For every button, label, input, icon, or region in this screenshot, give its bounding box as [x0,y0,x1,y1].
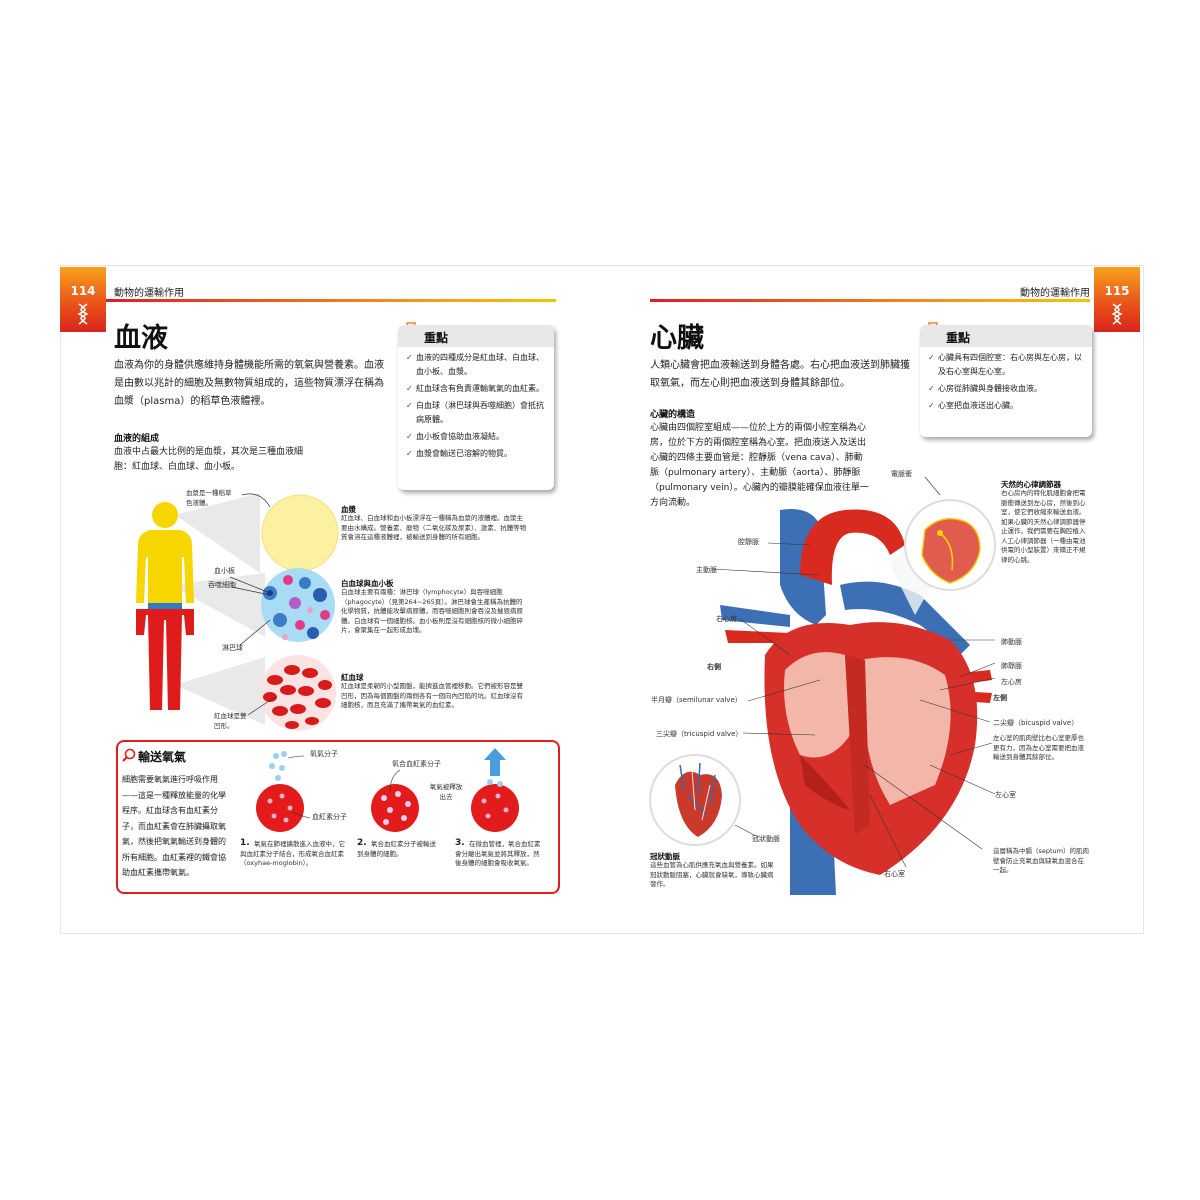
plasma-circle [261,494,339,572]
key-point: 心室把血液送出心臟。 [928,399,1084,413]
coronary-artery-label: 冠狀動脈 [752,835,780,843]
magnifier-icon [122,748,136,762]
hemoglobin-label: 血紅素分子 [312,813,347,821]
tricuspid-valve-label: 三尖瓣（tricuspid valve） [656,730,743,738]
page-number: 115 [1104,284,1130,298]
step1-cell [256,751,311,832]
step3-number: 3. [455,838,465,848]
plasma-note-label: 血漿是一種稻草色液體。 [186,489,232,507]
left-ventricle-wall-note: 左心室的肌肉壁比右心室更厚也更有力，因為左心室需要把血液輸送到身體其餘部位。 [993,734,1084,761]
rbc-shape-label: 紅血球是雙凹形。 [214,712,247,730]
composition-heading: 血液的組成 [114,434,160,444]
key-point: 血液的四種成分是紅血球、白血球、血小板、血漿。 [406,351,546,379]
left-side-label: 左側 [993,694,1007,702]
key-points-heading: 重點 [424,331,449,345]
oxygen-transport-diagram [256,748,519,832]
oxygen-box-text: 細胞需要氧氣進行呼吸作用——這是一種釋放能量的化學程序。紅血球含有血紅素分子，而… [122,775,226,877]
semilunar-valve-label: 半月瓣（semilunar valve） [651,696,742,704]
vena-cava-label: 腔靜脈 [738,538,759,546]
wbc-caption-text: 白血球主要有兩種：淋巴球（lymphocyte）與吞噬細胞（phagocyte）… [341,588,523,634]
left-atrium-label: 左心房 [1001,678,1022,686]
pacemaker-text: 右心房內的特化肌細胞會把電脈衝傳送到左心房，然後到心室，使它們收縮來輸送血液。如… [1001,489,1086,564]
oxygen-molecule-label: 氧氣分子 [310,750,338,758]
heart-diagram [649,476,996,895]
pulmonary-vein-label: 肺靜脈 [1001,662,1022,670]
intro-text: 人類心臟會把血液輸送到身體各處。右心把血液送到肺臟獲取氧氣，而左心則把血液送到身… [650,360,910,389]
key-point: 血小板會協助血液凝結。 [406,430,546,444]
human-silhouette [136,502,194,710]
step2-number: 2. [357,838,367,848]
aorta-label: 主動脈 [696,566,717,574]
key-points-list: 心臟具有四個腔室：右心房與左心房，以及右心室與左心室。 心房從肺臟與身體接收血液… [920,347,1092,413]
page-tab-left: 114 [60,267,106,332]
key-point: 紅血球含有負責運輸氧氣的血紅素。 [406,382,546,396]
step2-cell [371,769,419,832]
pacemaker-inset [904,499,996,591]
wbc-caption-title: 白血球與血小板 [341,579,394,588]
pacemaker-title: 天然的心律調節器 [1001,480,1061,489]
coronary-inset [649,754,741,846]
step3-cell [471,748,519,832]
plasma-caption-text: 紅血球、白血球和血小板漂浮在一種稱為血漿的液體裡。血漿主要由水構成。營養素、廢物… [341,514,527,541]
rbc-caption-text: 紅血球是柔韌的小型圓盤，能擠進血管裡移動。它們被形容是雙凹形，因為每個圓盤的兩側… [341,682,523,709]
septum [845,655,870,835]
coronary-text: 這些血管為心肌供應充氧血與營養素。如果冠狀動脈阻塞，心臟就會缺氧，導致心臟病發作… [650,861,774,888]
oxyhemoglobin-label: 氧合血紅素分子 [392,760,441,768]
structure-heading: 心臟的構造 [650,410,696,420]
step3-text: 在微血管裡，氧合血紅素會分離出氧氣並將其釋放，然後身體的細胞會吸收氧氣。 [455,840,541,867]
step1-number: 1. [240,838,250,848]
page-number: 114 [70,284,96,298]
pulmonary-artery-label: 肺動脈 [1001,638,1022,646]
page-tab-right: 115 [1094,267,1140,332]
structure-text: 心臟由四個腔室組成——位於上方的兩個小腔室稱為心房，位於下方的兩個腔室稱為心室。… [650,423,869,508]
header-rule [650,299,1090,302]
intro-text: 血液為你的身體供應維持身體機能所需的氧氣與營養素。血液是由數以兆計的細胞及無數物… [114,360,384,407]
red-cells-circle [260,655,336,731]
phagocyte-label: 吞噬細胞 [208,581,236,589]
key-point: 心房從肺臟與身體接收血液。 [928,382,1084,396]
running-head: 動物的運輸作用 [1020,288,1090,299]
electric-pulse-label: 電脈衝 [891,470,912,478]
key-points-list: 血液的四種成分是紅血球、白血球、血小板、血漿。 紅血球含有負責運輸氧氣的血紅素。… [398,347,554,461]
dna-icon [1111,303,1123,325]
coronary-title: 冠狀動脈 [650,852,680,861]
septum-note: 這層稱為中膈（septum）的肌肉壁會防止充氧血與缺氧血混合在一起。 [993,847,1090,874]
key-point: 血漿會輸送已溶解的物質。 [406,447,546,461]
step1-text: 氧氣在肺裡擴散進入血液中，它與血紅素分子結合，形成氧合血紅素（oxyhae-mo… [240,840,345,867]
right-side-label: 右側 [707,663,721,671]
oxygen-released-label: 氧氣被釋放出去 [429,783,463,801]
key-points-box: 重點 心臟具有四個腔室：右心房與左心房，以及右心室與左心室。 心房從肺臟與身體接… [920,322,1092,437]
left-ventricle-label: 左心室 [995,791,1016,799]
plasma-caption-title: 血漿 [341,505,356,514]
key-point: 白血球（淋巴球與吞噬細胞）會抵抗病原體。 [406,399,546,427]
white-cells-circle [261,568,335,642]
page-title: 心臟 [650,323,704,354]
key-points-box: 重點 血液的四種成分是紅血球、白血球、血小板、血漿。 紅血球含有負責運輸氧氣的血… [398,322,554,490]
key-points-header: 重點 [920,325,1092,347]
key-point: 心臟具有四個腔室：右心房與左心房，以及右心室與左心室。 [928,351,1084,379]
key-points-heading: 重點 [946,331,971,345]
dna-icon [77,303,89,325]
platelet-label: 血小板 [214,567,235,575]
rbc-caption-title: 紅血球 [341,673,364,682]
page-title: 血液 [114,323,168,354]
right-ventricle-label: 右心室 [884,870,905,878]
composition-text: 血液中占最大比例的是血漿，其次是三種血液細胞：紅血球、白血球、血小板。 [114,447,304,472]
lymphocyte-label: 淋巴球 [222,644,243,652]
oxygen-box-heading: 輸送氧氣 [138,750,187,764]
header-rule [106,299,556,302]
blood-composition-figure [136,493,339,731]
key-points-header: 重點 [398,325,554,347]
bicuspid-valve-label: 二尖瓣（bicuspid valve） [993,719,1079,727]
right-atrium-label: 右心房 [716,615,737,623]
step2-text: 氧合血紅素分子被輸送到身體的細胞。 [357,840,436,858]
running-head: 動物的運輸作用 [114,288,184,299]
